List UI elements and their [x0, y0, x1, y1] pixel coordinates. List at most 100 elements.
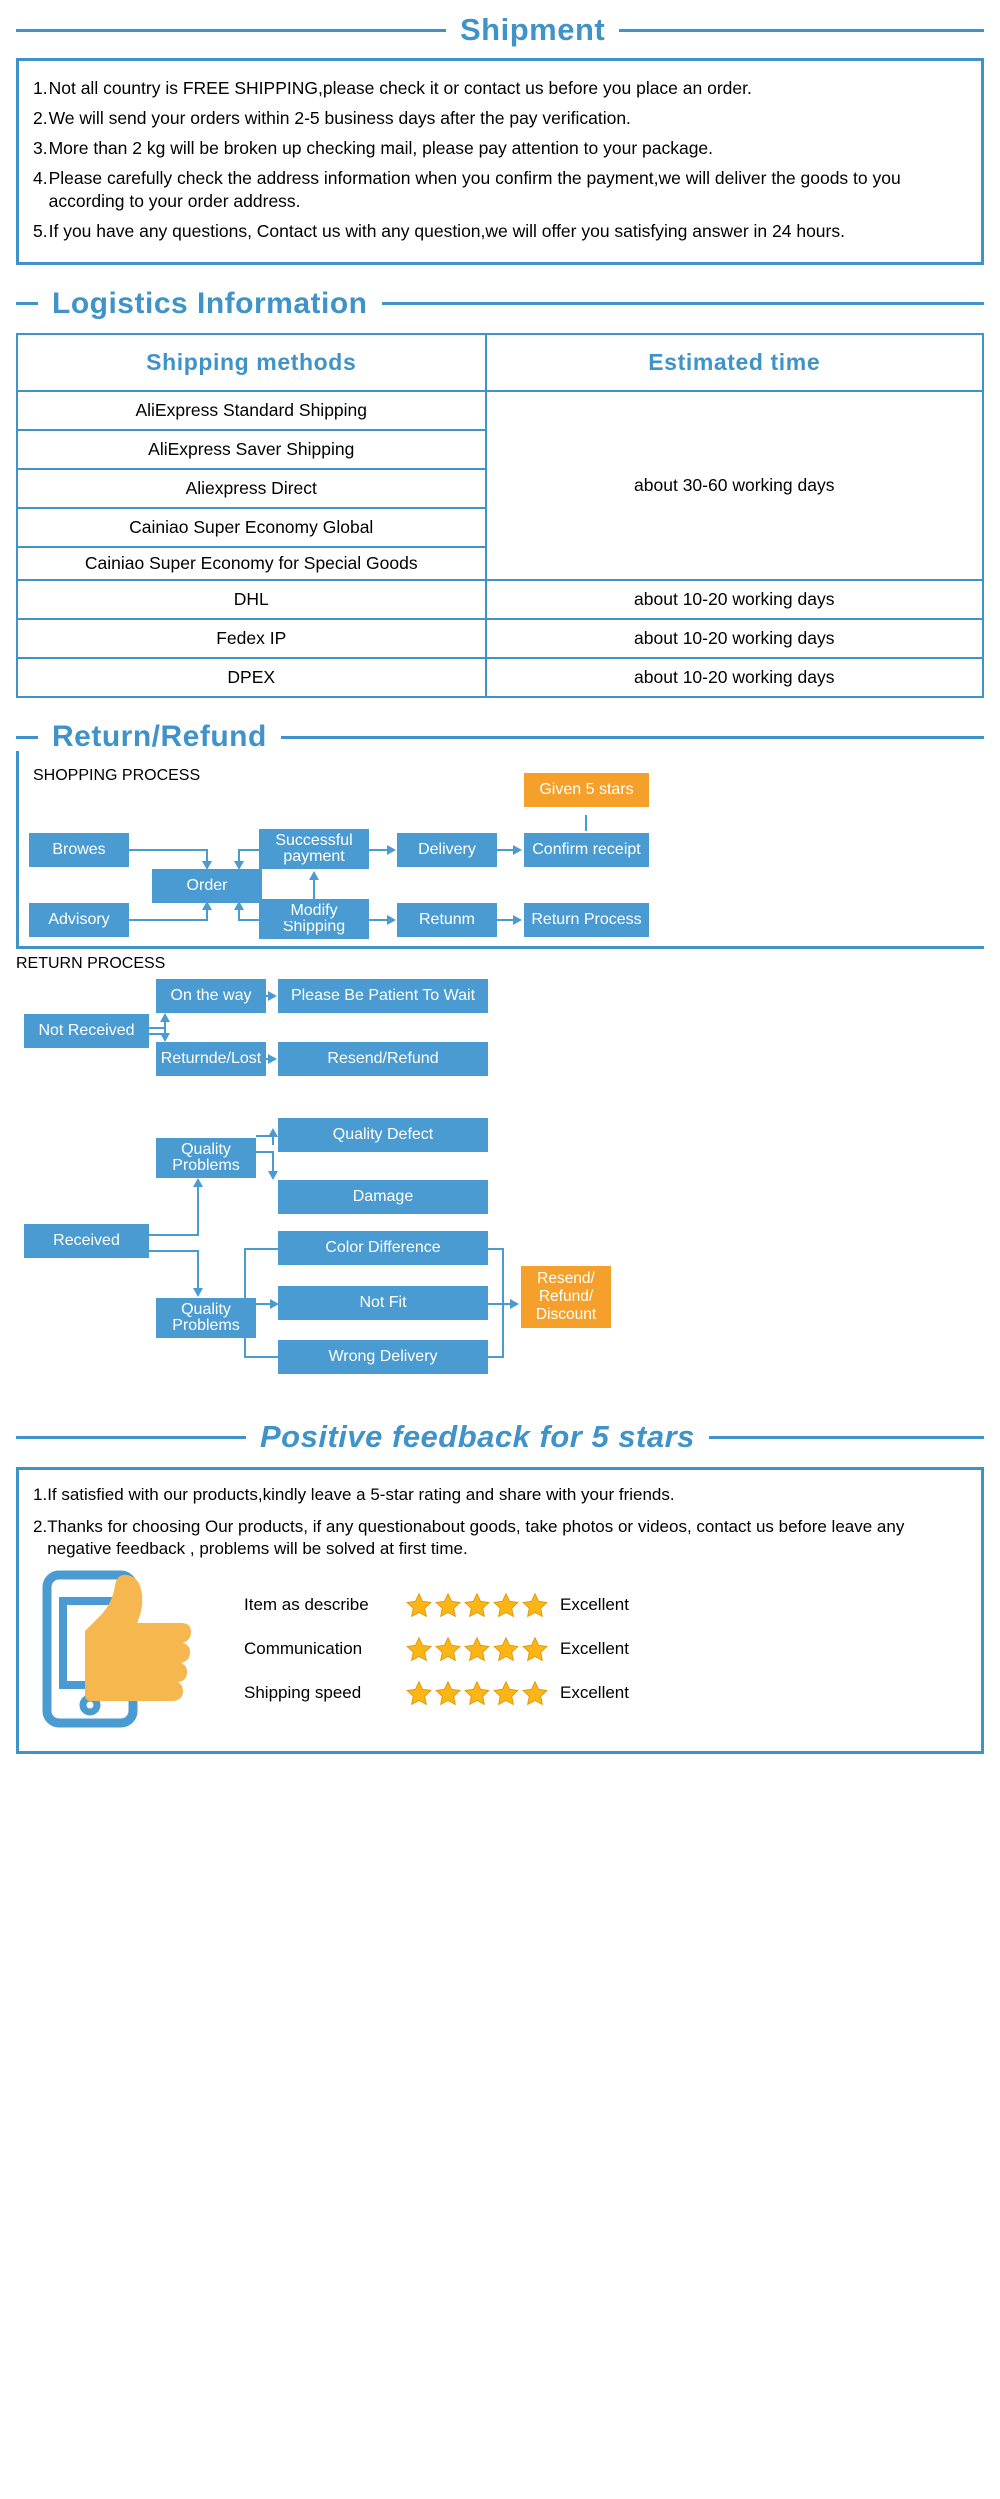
flow-line: [164, 1021, 166, 1034]
return-section-header: Return/Refund: [16, 720, 984, 754]
feedback-list: 1. If satisfied with our products,kindly…: [33, 1484, 967, 1559]
cell-time: about 10-20 working days: [484, 657, 984, 699]
rating-row-communication: Communication Excellent: [244, 1636, 967, 1662]
return-process-diagram-top: Not Received On the way Please Be Patien…: [16, 979, 984, 1084]
rating-label: Communication: [244, 1639, 363, 1659]
flow-node-resend-refund-discount: Resend/ Refund/ Discount: [521, 1266, 611, 1329]
logistics-table: Shipping methods Estimated time AliExpre…: [16, 332, 984, 699]
flow-line: [256, 1135, 274, 1138]
flow-line: [149, 1234, 199, 1237]
item-text: Please carefully check the address infor…: [48, 168, 901, 212]
item-text: If you have any questions, Contact us wi…: [48, 221, 845, 242]
flow-line: [197, 1186, 199, 1237]
item-number: 5.: [33, 221, 48, 242]
shopping-process-frame: SHOPPING PROCESS Browes Order Advisory S…: [16, 751, 984, 950]
flow-node-browes: Browes: [29, 833, 129, 868]
return-process-label: RETURN PROCESS: [16, 955, 166, 973]
flow-arrow-up: [193, 1178, 203, 1188]
rating-value: Excellent: [560, 1683, 629, 1703]
flow-line: [488, 1248, 504, 1251]
flow-line: [206, 849, 208, 866]
flow-arrow-right: [513, 915, 522, 926]
table-row: Cainiao Super Economy Global: [16, 506, 983, 548]
star-icon: [493, 1593, 519, 1618]
flow-line: [585, 815, 587, 832]
rating-label: Item as describe: [244, 1595, 369, 1615]
flow-node-order: Order: [152, 869, 262, 904]
flow-node-returnde-lost: Returnde/Lost: [156, 1042, 266, 1077]
flow-node-quality-defect: Quality Defect: [278, 1118, 488, 1153]
header-rule-lead: [16, 302, 38, 306]
flow-line: [256, 1151, 274, 1154]
flow-arrow-down: [160, 1033, 170, 1043]
flow-node-delivery: Delivery: [397, 833, 497, 868]
item-number: 2.: [33, 1516, 48, 1536]
cell-time: about 30-60 working days: [484, 389, 984, 582]
flow-line: [244, 1248, 246, 1301]
list-item: 2. We will send your orders within 2-5 b…: [33, 107, 967, 130]
flow-node-color-difference: Color Difference: [278, 1231, 488, 1266]
star-icon: [406, 1681, 432, 1706]
item-number: 4.: [33, 168, 48, 189]
flow-line: [238, 849, 240, 866]
ratings-list: Item as describe Excellent Communication: [238, 1592, 967, 1706]
flow-line: [272, 1135, 274, 1146]
header-rule-right: [381, 302, 984, 306]
logistics-section-header: Logistics Information: [16, 287, 984, 321]
table-row: Cainiao Super Economy for Special Goods: [16, 545, 983, 582]
table-row: AliExpress Saver Shipping: [16, 428, 983, 470]
flow-arrow-up: [268, 1128, 278, 1138]
rating-row-item-as-describe: Item as describe Excellent: [244, 1592, 967, 1618]
shipment-heading: Shipment: [460, 12, 606, 47]
star-icon: [522, 1637, 548, 1662]
star-icon: [522, 1681, 548, 1706]
flow-line: [149, 1027, 166, 1030]
star-icon: [464, 1593, 490, 1618]
flow-node-given-5-stars: Given 5 stars: [524, 773, 649, 808]
rating-value: Excellent: [560, 1639, 629, 1659]
flow-node-not-fit: Not Fit: [278, 1286, 488, 1321]
flow-line: [488, 1356, 504, 1359]
item-text: If satisfied with our products,kindly le…: [47, 1485, 675, 1505]
header-rule-left: [16, 1435, 246, 1439]
item-number: 1.: [33, 78, 48, 98]
flow-node-damage: Damage: [278, 1180, 488, 1215]
star-rating-icons: [406, 1680, 548, 1706]
flow-node-quality-problems-2: Quality Problems: [156, 1298, 256, 1339]
flow-arrow-down: [268, 1171, 278, 1181]
star-icon: [406, 1637, 432, 1662]
cell-time: about 10-20 working days: [484, 618, 984, 660]
item-number: 2.: [33, 108, 48, 129]
flow-node-received: Received: [24, 1224, 149, 1259]
flow-node-retunm: Retunm: [397, 903, 497, 938]
flow-node-resend-refund: Resend/Refund: [278, 1042, 488, 1077]
list-item: 1. Not all country is FREE SHIPPING,plea…: [33, 77, 967, 100]
feedback-body: Item as describe Excellent Communication: [33, 1569, 967, 1729]
list-item: 2. Thanks for choosing Our products, if …: [33, 1516, 967, 1560]
flow-line: [497, 849, 515, 852]
header-rule-left: [16, 28, 446, 32]
list-item: 3. More than 2 kg will be broken up chec…: [33, 137, 967, 160]
header-rule-right: [280, 735, 984, 739]
flow-line: [497, 919, 515, 922]
flow-line: [256, 1303, 272, 1306]
flow-line: [244, 1248, 280, 1251]
table-header-row: Shipping methods Estimated time: [16, 332, 984, 392]
flow-line: [238, 909, 240, 922]
star-icon: [435, 1593, 461, 1618]
feedback-section-header: Positive feedback for 5 stars: [16, 1419, 984, 1455]
star-rating-icons: [406, 1592, 548, 1618]
flow-line: [369, 919, 389, 922]
flow-arrow-down: [234, 861, 244, 871]
header-rule-right: [708, 1435, 984, 1439]
star-icon: [435, 1681, 461, 1706]
flow-arrow-up: [234, 901, 244, 911]
flow-arrow-up: [309, 871, 319, 881]
flow-node-not-received: Not Received: [24, 1014, 149, 1049]
rating-row-shipping-speed: Shipping speed Excellent: [244, 1680, 967, 1706]
header-rule-lead: [16, 735, 38, 739]
table-row: DHL about 10-20 working days: [16, 579, 984, 621]
thumbs-up-phone-illustration: [41, 1569, 216, 1729]
shopping-process-diagram: Browes Order Advisory Successful payment…: [19, 773, 984, 940]
flow-arrow-right: [510, 1299, 519, 1310]
